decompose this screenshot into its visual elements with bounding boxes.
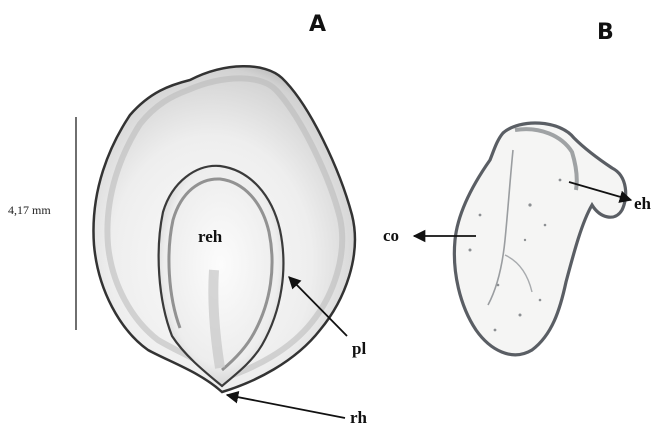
panel-a-letter: A: [309, 12, 326, 37]
embryo-b-outline: [454, 123, 625, 355]
label-pl: pl: [352, 339, 366, 359]
label-reh: reh: [198, 227, 222, 247]
label-rh: rh: [350, 408, 367, 428]
label-eh: eh: [634, 194, 651, 214]
label-co: co: [383, 226, 399, 246]
panel-b-letter: B: [597, 20, 614, 45]
arrow-rh: [227, 395, 345, 418]
scale-bar-label: 4,17 mm: [8, 203, 51, 218]
